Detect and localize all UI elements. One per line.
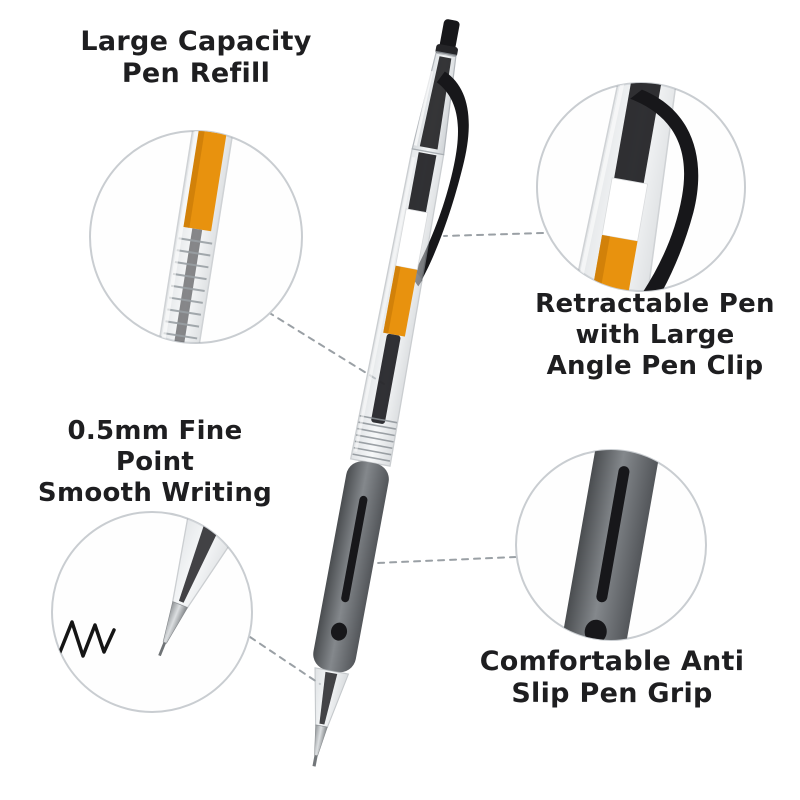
zoom-content-refill [153, 131, 237, 343]
barrel-ribs [352, 414, 398, 462]
callout-clip [536, 82, 746, 292]
zoom-content-grip [562, 450, 659, 640]
callout-point [51, 511, 253, 713]
feature-label-point: 0.5mm Fine Point Smooth Writing [37, 416, 273, 509]
refill-lower [371, 333, 401, 424]
refill-label-band [395, 208, 429, 271]
connector-refill [267, 311, 385, 385]
grip-slot [341, 495, 368, 603]
feature-label-refill: Large Capacity Pen Refill [80, 26, 312, 90]
zoom-content-clip [571, 83, 699, 291]
connector-clip [443, 232, 544, 237]
feature-label-grip: Comfortable Anti Slip Pen Grip [479, 646, 745, 710]
callout-connectors [249, 232, 544, 685]
pen-tip [312, 667, 350, 767]
refill-top [408, 152, 437, 213]
grip-hole [330, 622, 348, 641]
ink-reservoir [383, 265, 418, 337]
pen-button [435, 19, 460, 57]
pen-barrel [349, 148, 445, 467]
callout-grip [515, 449, 707, 641]
feature-label-clip: Retractable Pen with Large Angle Pen Cli… [535, 289, 775, 382]
pen-illustration [312, 19, 469, 767]
pen-grip [313, 461, 389, 673]
ink-scribble [58, 620, 116, 658]
connector-grip [376, 556, 517, 564]
connector-point [249, 636, 321, 685]
callout-refill [89, 130, 303, 344]
